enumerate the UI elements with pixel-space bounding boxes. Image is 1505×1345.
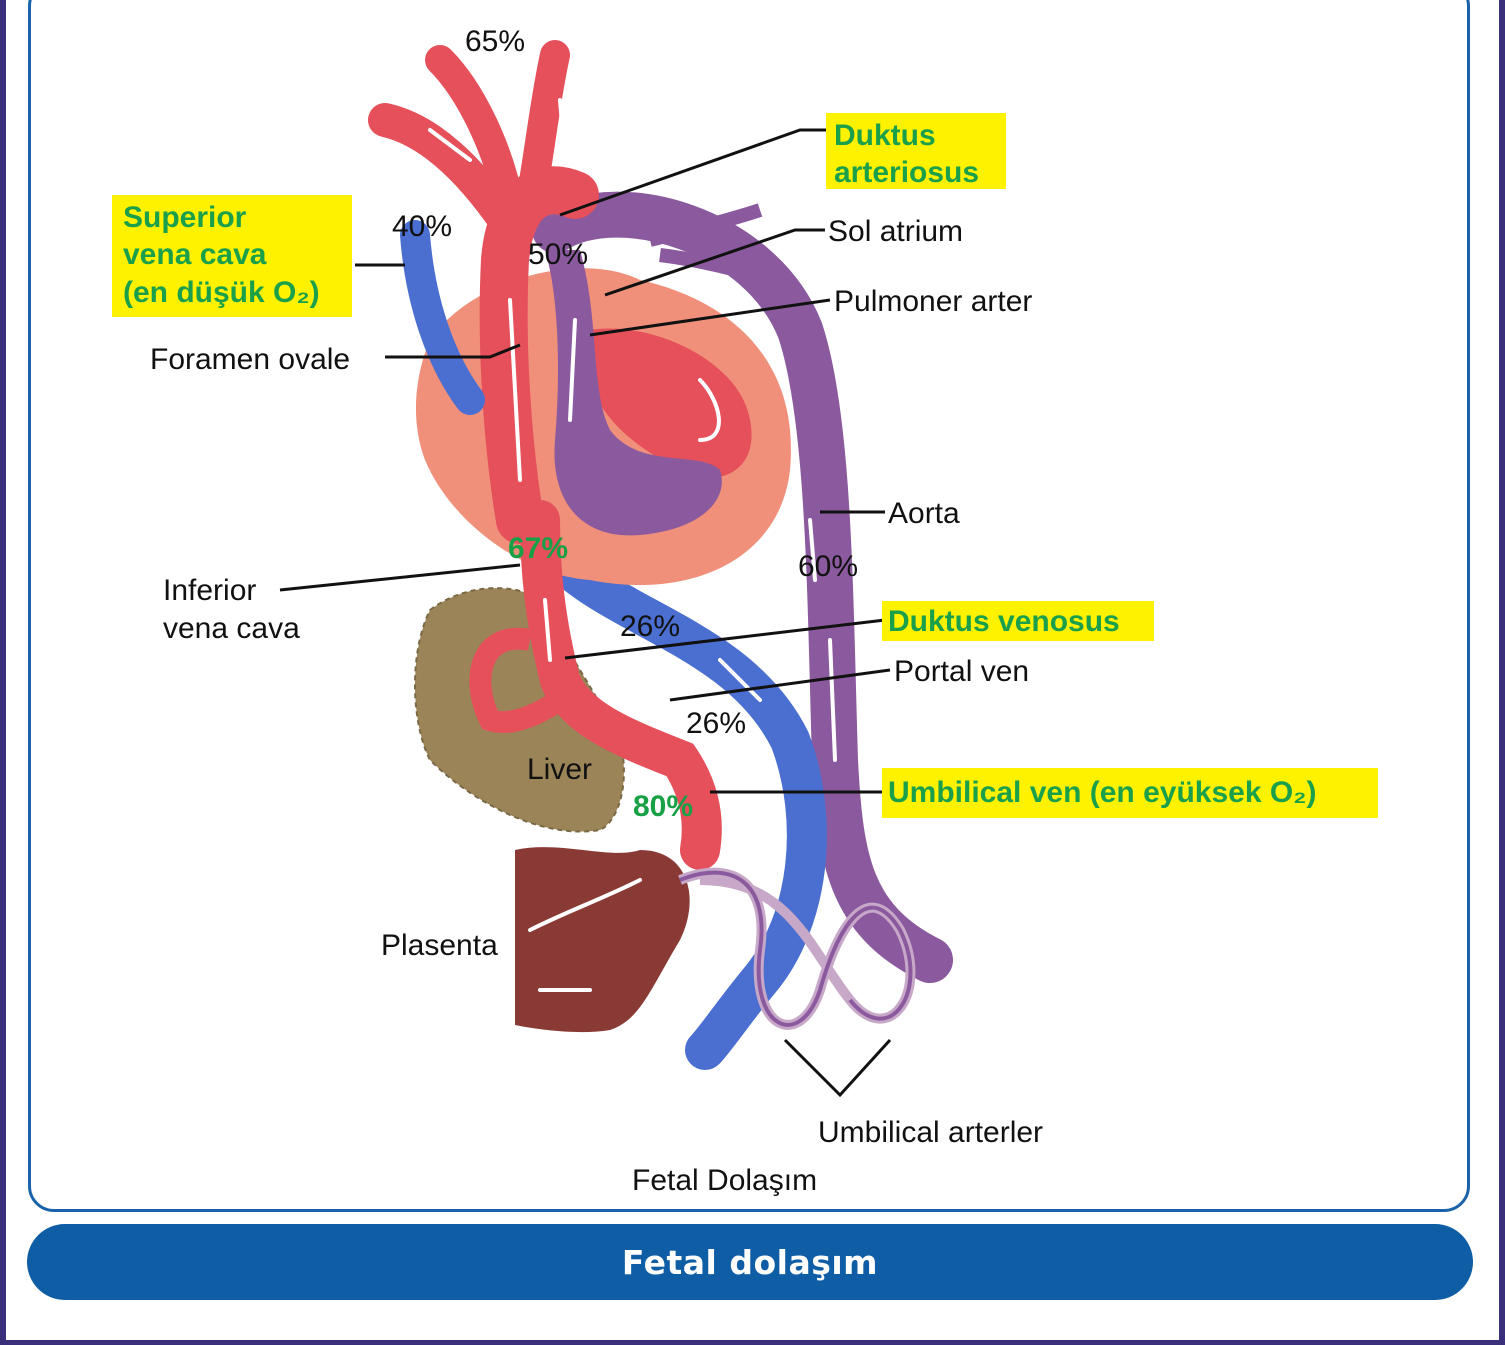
label-aorta: Aorta [888, 497, 960, 530]
label-duktus-arteriosus-line2: arteriosus [834, 156, 979, 189]
label-superior-vena-cava-line3: (en düşük O₂) [123, 276, 320, 309]
pct-pulmonary: 50% [528, 238, 588, 271]
pct-umbilical: 80% [633, 790, 693, 823]
label-umbilical-arterler: Umbilical arterler [818, 1116, 1043, 1149]
pct-aorta: 60% [798, 550, 858, 583]
pct-top: 65% [465, 25, 525, 58]
label-inferior-vena-cava-line1: Inferior [163, 574, 256, 607]
pct-ivc: 67% [508, 532, 568, 565]
label-pulmoner-arter: Pulmoner arter [834, 285, 1032, 318]
pct-portal: 26% [686, 707, 746, 740]
label-inferior-vena-cava-line2: vena cava [163, 612, 300, 645]
label-liver: Liver [527, 753, 592, 786]
label-duktus-arteriosus-line1: Duktus [834, 119, 936, 152]
label-plasenta: Plasenta [381, 929, 498, 962]
caption-text: Fetal dolaşım [622, 1243, 878, 1282]
label-sol-atrium: Sol atrium [828, 215, 963, 248]
label-superior-vena-cava-line2: vena cava [123, 238, 267, 271]
pct-ductus-venosus: 26% [620, 610, 680, 643]
label-umbilical-ven: Umbilical ven (en eyüksek O₂) [888, 776, 1317, 809]
placenta [515, 847, 690, 1032]
label-superior-vena-cava-line1: Superior [123, 201, 247, 234]
label-duktus-venosus: Duktus venosus [888, 605, 1120, 638]
caption-bar: Fetal dolaşım [27, 1224, 1473, 1300]
label-portal-ven: Portal ven [894, 655, 1029, 688]
label-foramen-ovale: Foramen ovale [150, 343, 350, 376]
diagram-title: Fetal Dolaşım [632, 1164, 817, 1197]
pct-svc: 40% [392, 210, 452, 243]
